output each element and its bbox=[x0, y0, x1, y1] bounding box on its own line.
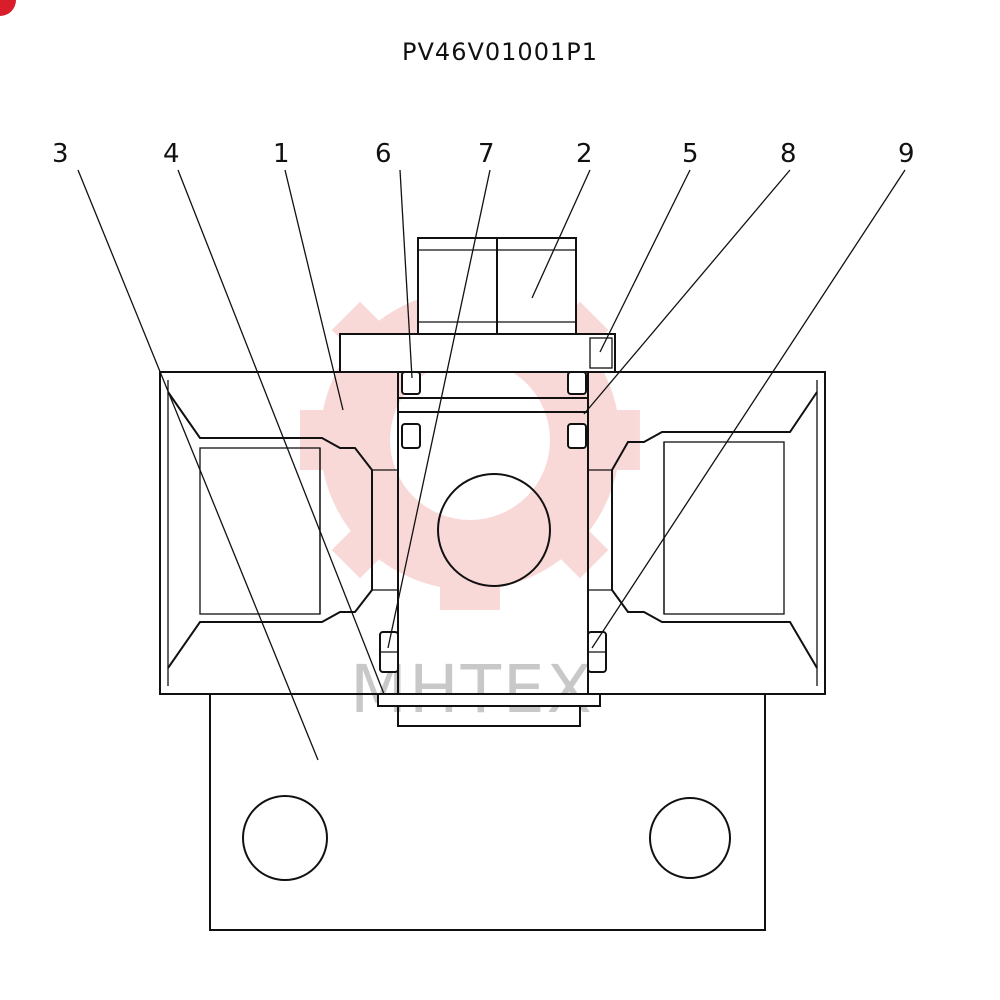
callout-7: 7 bbox=[478, 139, 495, 169]
callout-1: 1 bbox=[273, 139, 290, 169]
callout-numbers: 3 4 1 6 7 2 5 8 9 bbox=[52, 139, 915, 169]
part-3-mounting-bracket bbox=[209, 693, 766, 931]
callout-3: 3 bbox=[52, 139, 69, 169]
callout-2: 2 bbox=[576, 139, 593, 169]
seal-rings bbox=[379, 371, 607, 673]
callout-6: 6 bbox=[375, 139, 392, 169]
part-2-hex-plug bbox=[417, 237, 577, 335]
mount-hole-left bbox=[242, 795, 328, 881]
corner-badge bbox=[0, 0, 16, 16]
callout-4: 4 bbox=[163, 139, 180, 169]
callout-9: 9 bbox=[898, 139, 915, 169]
callout-8: 8 bbox=[780, 139, 797, 169]
mount-hole-right bbox=[649, 797, 731, 879]
top-cap-plate bbox=[339, 333, 616, 373]
callout-5: 5 bbox=[682, 139, 699, 169]
leader-lines bbox=[77, 169, 906, 761]
part-number-title: PV46V01001P1 bbox=[402, 38, 598, 66]
center-port-hole bbox=[437, 473, 551, 587]
